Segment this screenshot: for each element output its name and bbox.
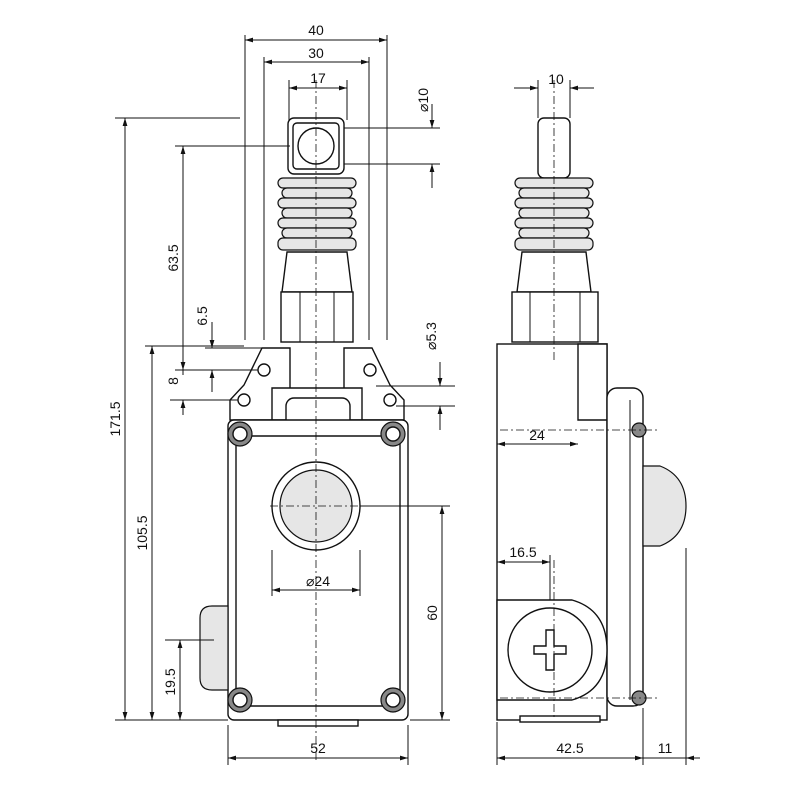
dim-button-height: 60: [424, 605, 440, 621]
side-bellows: [514, 177, 594, 251]
dim-hole-diameter: ⌀5.3: [423, 322, 439, 350]
dim-front-width-top: 40: [308, 22, 324, 38]
dim-body-height: 105.5: [134, 515, 150, 550]
dim-side-depth: 42.5: [556, 740, 583, 756]
dim-front-width-mid: 30: [308, 45, 324, 61]
dim-side-gland-offset: 16.5: [509, 544, 536, 560]
front-view: 40 30 17 ⌀10 171.5 63.5 6.5 8: [107, 22, 455, 765]
side-view: 10 24 16.5 42.5 11: [496, 71, 700, 765]
dim-side-offset: 24: [529, 427, 545, 443]
dim-side-extra: 11: [658, 740, 673, 756]
dim-eye-diameter: ⌀10: [415, 88, 431, 112]
dim-actuator-height: 63.5: [165, 244, 181, 271]
dim-cable-gland-height: 19.5: [162, 668, 178, 695]
dim-front-eye-width: 17: [310, 70, 326, 86]
front-bellows: [277, 177, 357, 251]
front-screws: [227, 421, 406, 713]
dim-overall-height: 171.5: [107, 401, 123, 436]
dim-side-shaft-width: 10: [548, 71, 564, 87]
dim-front-base-width: 52: [310, 740, 326, 756]
dim-flange-height: 8: [165, 377, 181, 385]
dim-step-height: 6.5: [194, 306, 210, 326]
dim-button-diameter: ⌀24: [306, 573, 330, 589]
